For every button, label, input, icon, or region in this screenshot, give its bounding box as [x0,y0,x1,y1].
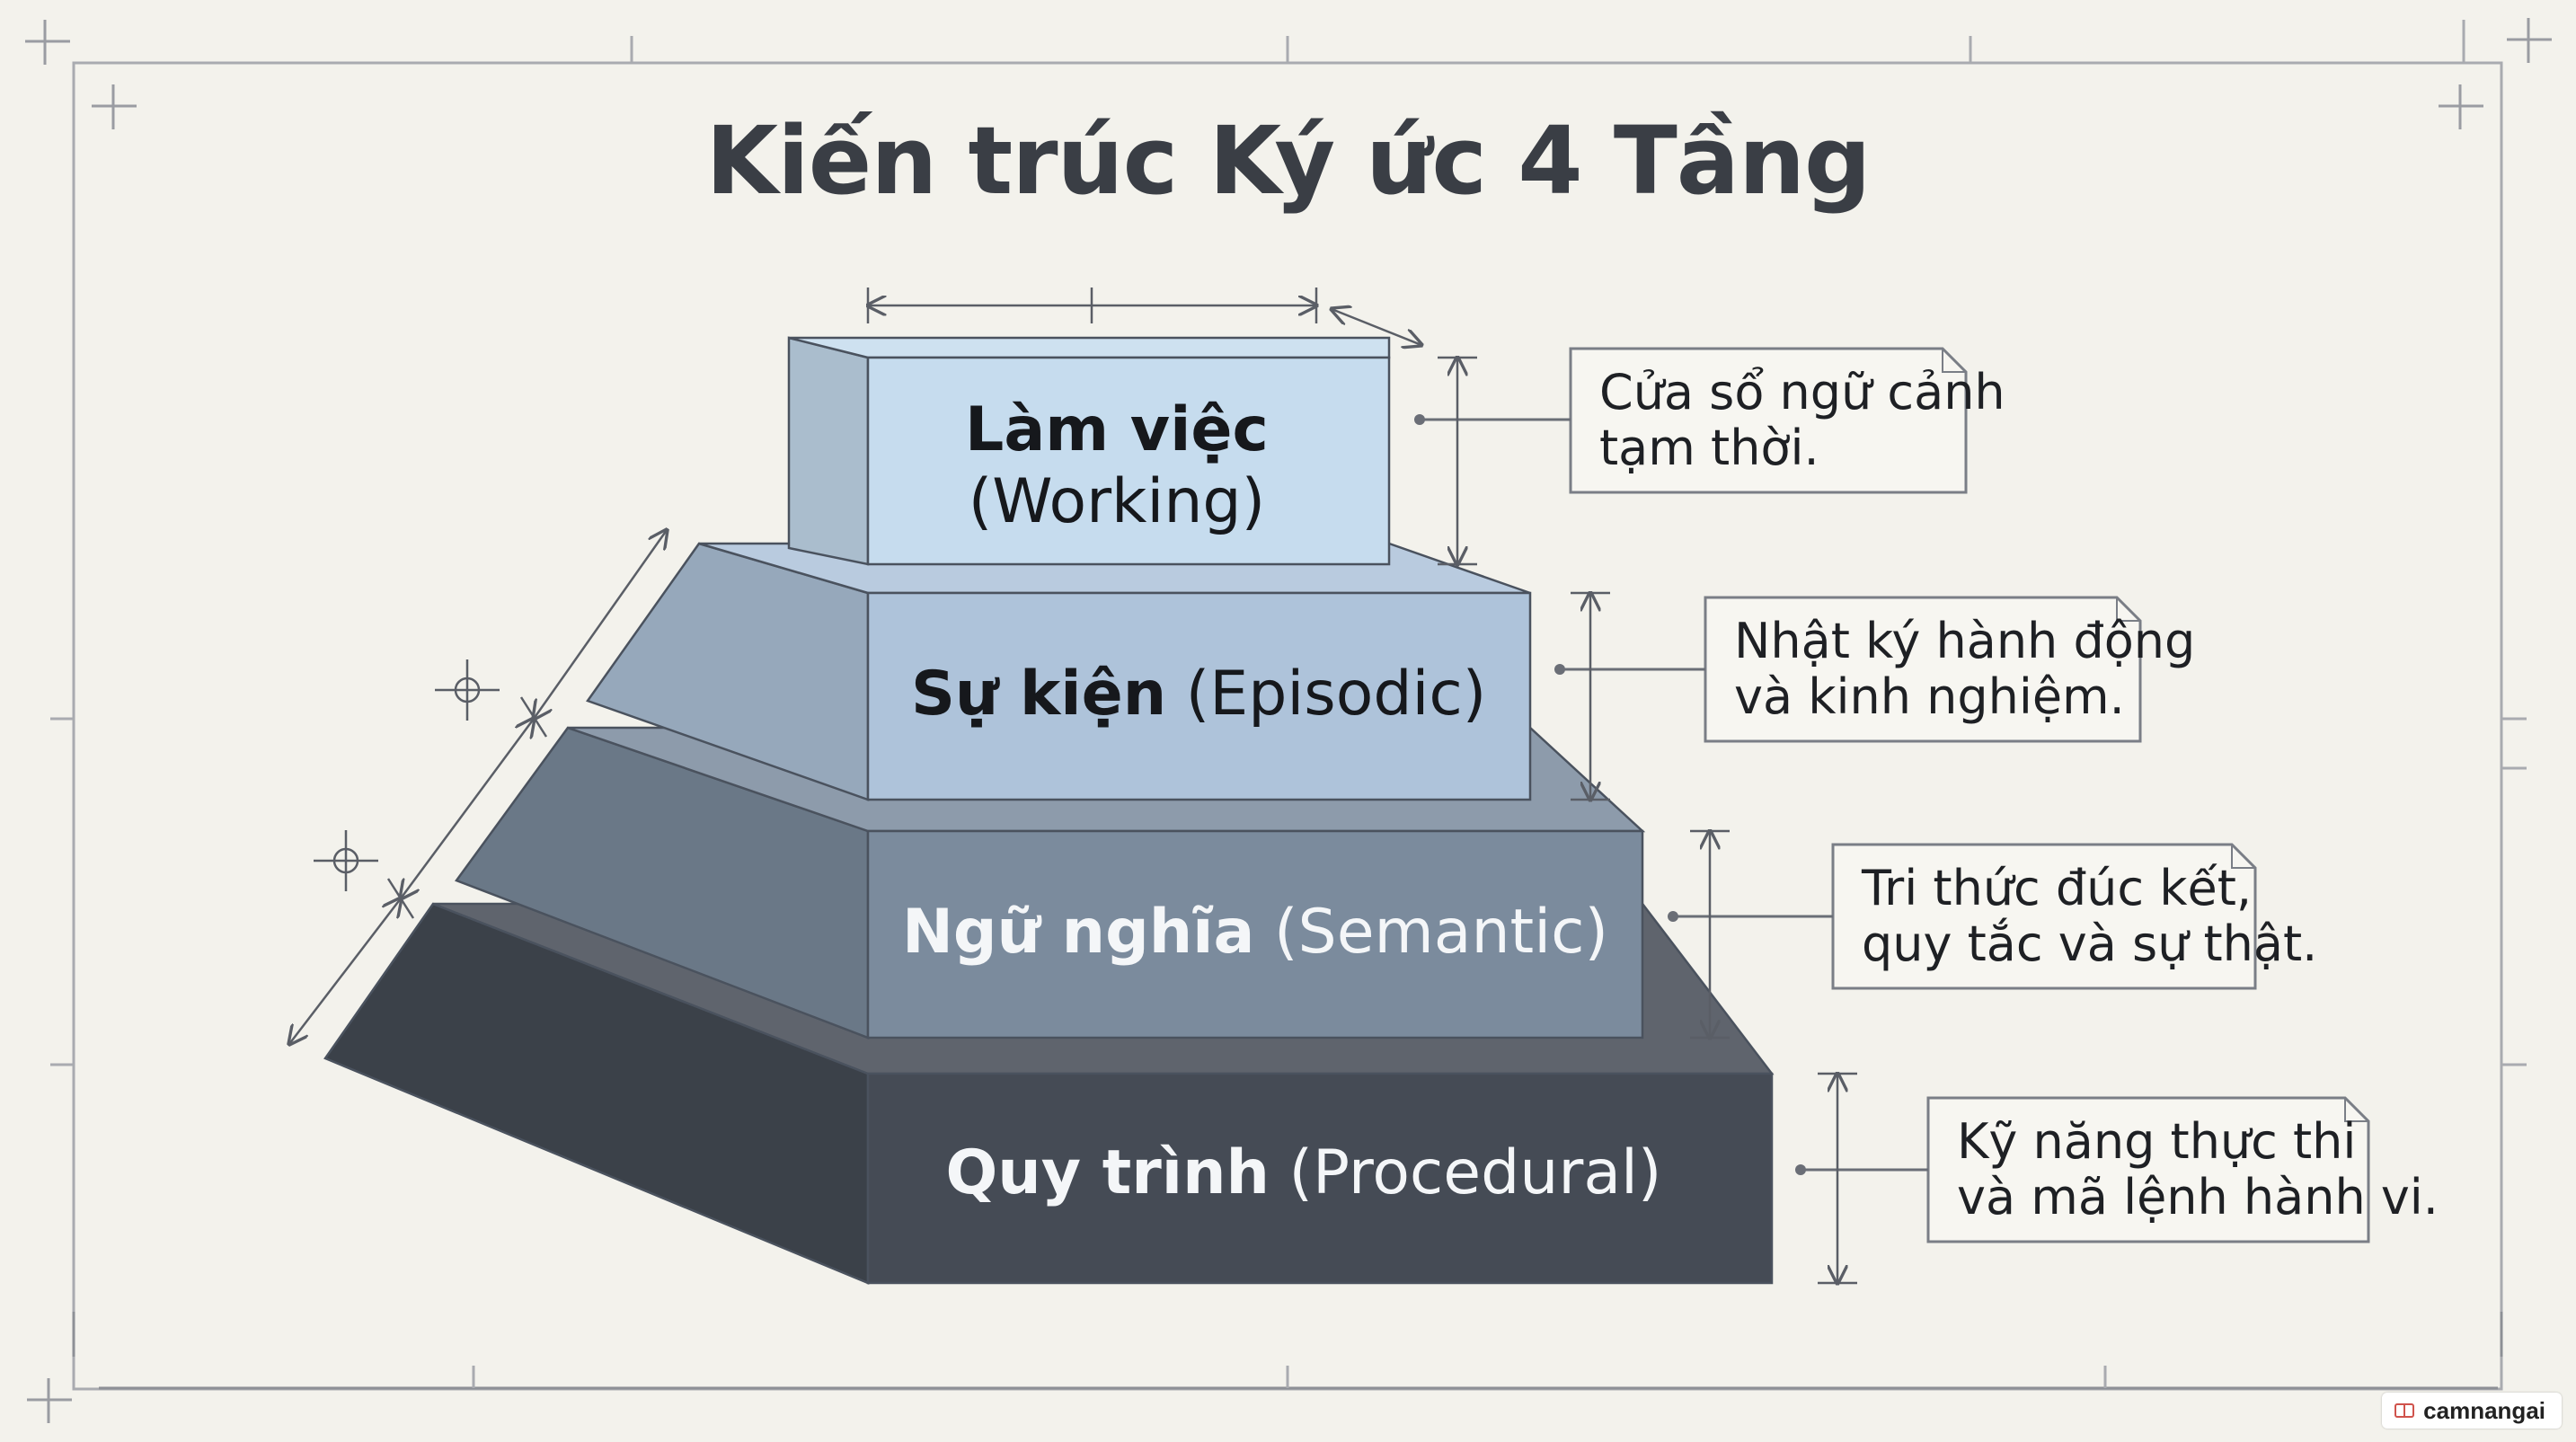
leader-dot [1554,664,1565,675]
folded-corner [2231,845,2255,869]
page-title: Kiến trúc Ký ức 4 Tầng [705,106,1872,216]
callout-box [1569,347,1968,494]
layer-label-1: Làm việc(Working) [965,394,1269,538]
layer-english-name: (Working) [968,466,1266,537]
layer-note-3: Tri thức đúc kết, quy tắc và sự thật. [1862,860,2318,972]
crosshair-marks [25,18,2552,1423]
brand-badge[interactable]: camnangai [2382,1393,2562,1429]
folded-corner [2116,597,2140,622]
layer-name: Quy trình [945,1137,1270,1208]
leader-dot [1668,911,1678,922]
layer-english-name: (Procedural) [1288,1137,1662,1208]
callout-1 [1414,347,1968,564]
leader-dot [1414,414,1425,425]
layer-note-2: Nhật ký hành động và kinh nghiệm. [1734,613,2196,725]
left-dimension-lines [289,530,667,1044]
layer-name: Làm việc [965,394,1269,465]
layer-front-face [866,356,1391,566]
callout-4 [1795,1074,2370,1283]
callouts [1414,347,2370,1283]
callout-2 [1554,593,2142,800]
callout-3 [1668,831,2257,1038]
layer-name: Sự kiện [911,659,1167,730]
layer-note-4: Kỹ năng thực thi và mã lệnh hành vi. [1957,1113,2439,1225]
callout-box [1831,843,2257,990]
layer-front-face [866,591,1532,801]
callout-box [1926,1096,2370,1243]
book-icon [2395,1403,2415,1418]
layer-side-face [787,336,870,566]
layer-english-name: (Episodic) [1185,659,1487,730]
brand-label: camnangai [2423,1396,2545,1424]
callout-box [1704,596,2142,743]
layer-label-2: Sự kiện (Episodic) [911,659,1486,730]
leader-dot [1795,1164,1806,1175]
layer-front-face [866,1072,1774,1285]
layer-name: Ngữ nghĩa [902,897,1255,968]
folded-corner [2344,1098,2368,1122]
blueprint-frame [50,20,2527,1391]
layer-english-name: (Semantic) [1274,897,1609,968]
layer-top-face [788,336,1391,359]
layer-front-face [866,829,1644,1039]
layer-1 [787,336,1391,566]
top-dimension-lines [868,288,1421,345]
layer-label-4: Quy trình (Procedural) [946,1137,1662,1209]
target-marks [314,659,500,891]
layer-note-1: Cửa sổ ngữ cảnh tạm thời. [1599,364,2005,476]
folded-corner [1942,349,1966,373]
pyramid-layers [323,336,1775,1285]
layer-label-3: Ngữ nghĩa (Semantic) [902,897,1608,969]
